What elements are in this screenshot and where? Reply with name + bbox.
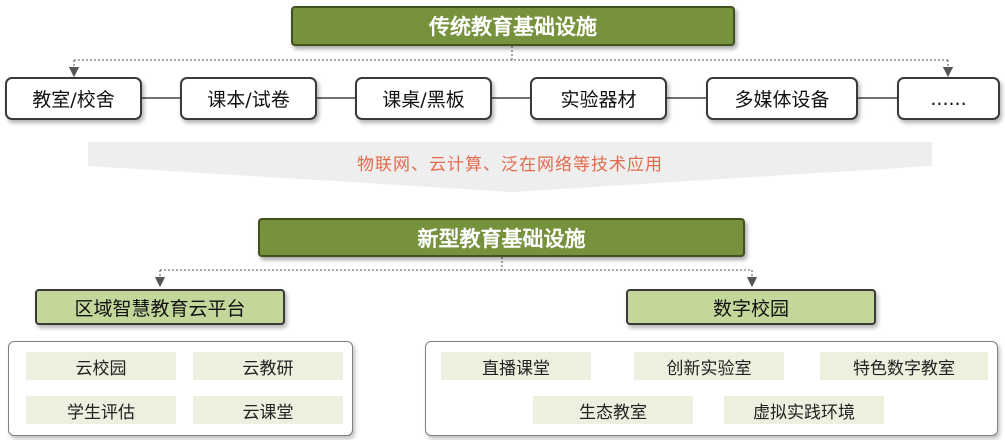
pill-student-assessment: 学生评估: [26, 396, 176, 424]
pill-cloud-classroom: 云课堂: [193, 396, 343, 424]
digital-campus-title: 数字校园: [626, 289, 876, 325]
technology-band-text: 物联网、云计算、泛在网络等技术应用: [357, 154, 663, 175]
regional-platform-title: 区域智慧教育云平台: [35, 289, 285, 325]
item-ellipsis: ......: [897, 77, 1000, 120]
pill-eco-classroom: 生态教室: [533, 396, 693, 424]
pill-digital-classroom: 特色数字教室: [820, 352, 988, 380]
traditional-infra-title: 传统教育基础设施: [291, 6, 735, 46]
technology-band-shape: [88, 142, 932, 192]
item-textbook: 课本/试卷: [180, 77, 317, 120]
pill-innovation-lab: 创新实验室: [634, 352, 784, 380]
item-lab-equipment: 实验器材: [530, 77, 667, 120]
pill-cloud-research: 云教研: [193, 352, 343, 380]
pill-live-classroom: 直播课堂: [441, 352, 591, 380]
item-classroom: 教室/校舍: [5, 77, 142, 120]
item-multimedia: 多媒体设备: [706, 77, 858, 120]
pill-virtual-practice: 虚拟实践环境: [724, 396, 884, 424]
item-desk: 课桌/黑板: [355, 77, 492, 120]
new-infra-title: 新型教育基础设施: [258, 218, 745, 257]
pill-cloud-campus: 云校园: [26, 352, 176, 380]
